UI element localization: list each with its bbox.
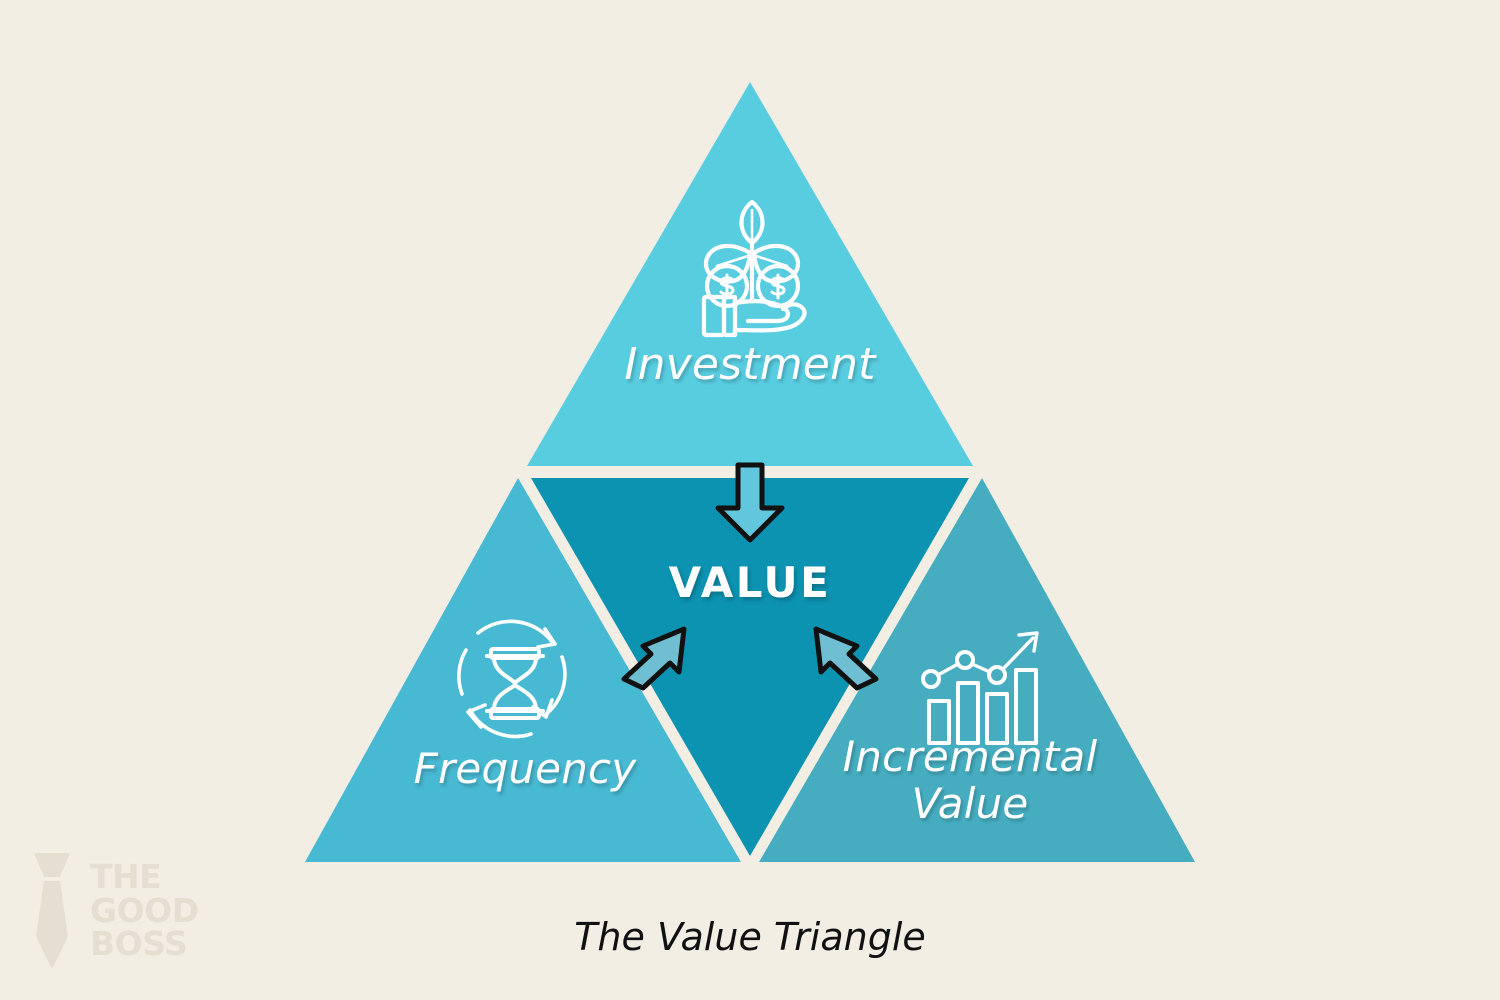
hand-plant-money-icon — [701, 199, 807, 338]
segment-label-frequency: Frequency — [413, 744, 637, 793]
segment-investment[interactable] — [527, 82, 973, 466]
frequency-triangle-shape — [305, 478, 741, 862]
logo-line-good: GOOD — [90, 890, 199, 930]
segment-value-center[interactable] — [531, 478, 969, 856]
center-label-value: VALUE — [668, 558, 832, 607]
segment-frequency[interactable] — [305, 478, 741, 862]
bar-chart-trend-up-icon — [921, 631, 1039, 745]
logo-line-boss: BOSS — [90, 924, 188, 964]
necktie-icon — [34, 852, 70, 969]
logo-line-the: THE — [90, 857, 162, 897]
segment-label-incremental-value: Incremental Value — [842, 732, 1098, 829]
arrow-up-right-icon — [621, 626, 687, 691]
value-center-triangle-shape — [531, 478, 969, 856]
segment-label-investment: Investment — [624, 339, 876, 390]
diagram-caption: The Value Triangle — [574, 915, 926, 959]
watermark-logo: THE GOOD BOSS — [22, 848, 232, 973]
arrow-down-icon — [715, 462, 785, 543]
hourglass-cycle-icon — [457, 619, 567, 739]
incremental-value-triangle-shape — [759, 478, 1195, 862]
logo-wordmark: THE GOOD BOSS — [90, 860, 199, 961]
arrow-up-left-icon — [813, 626, 879, 691]
segment-incremental-value[interactable] — [759, 478, 1195, 862]
